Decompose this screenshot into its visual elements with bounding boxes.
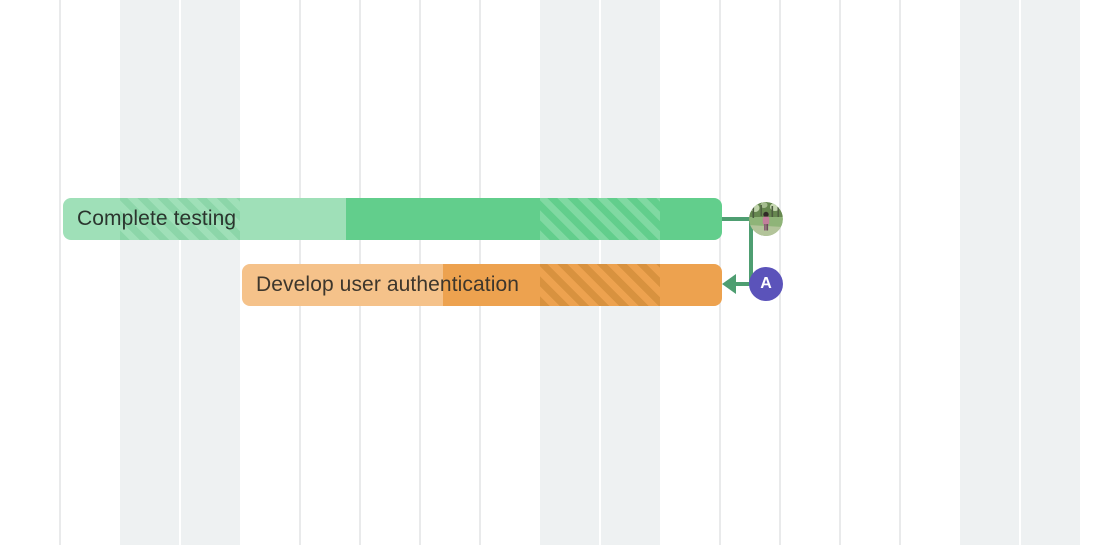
weekday-day-column <box>60 0 120 545</box>
dependency-line-vertical <box>749 217 753 286</box>
task-label: Develop user authentication <box>256 273 520 296</box>
weekday-day-column <box>840 0 900 545</box>
assignee-initial-letter: A <box>760 275 772 292</box>
assignee-photo-avatar[interactable] <box>749 202 783 236</box>
dependency-arrow-icon <box>722 274 736 294</box>
day-separator-line <box>179 0 181 545</box>
weekday-day-column <box>1080 0 1105 545</box>
weekday-day-column <box>780 0 840 545</box>
day-separator-line <box>1019 0 1021 545</box>
day-separator-line <box>779 0 781 545</box>
task-label: Complete testing <box>77 207 237 230</box>
weekend-stripe-overlay <box>540 264 660 306</box>
day-separator-line <box>839 0 841 545</box>
weekend-stripe-overlay <box>120 198 240 240</box>
task-bar[interactable]: Complete testing <box>63 198 722 240</box>
task-bar-progress-segment <box>346 198 722 240</box>
weekend-day-column <box>1020 0 1080 545</box>
day-separator-line <box>899 0 901 545</box>
weekday-day-column <box>0 0 60 545</box>
dependency-line-horizontal-bottom <box>736 282 753 286</box>
weekend-stripe-overlay <box>540 198 660 240</box>
dependency-line-horizontal-top <box>722 217 753 221</box>
weekend-day-column <box>120 0 180 545</box>
weekend-day-column <box>180 0 240 545</box>
weekend-day-column <box>960 0 1020 545</box>
task-bar[interactable]: Develop user authentication <box>242 264 722 306</box>
task-bar-remaining-segment <box>242 264 443 306</box>
park-photo <box>749 202 783 236</box>
assignee-initial-avatar[interactable]: A <box>749 267 783 301</box>
weekday-day-column <box>900 0 960 545</box>
day-separator-line <box>59 0 61 545</box>
